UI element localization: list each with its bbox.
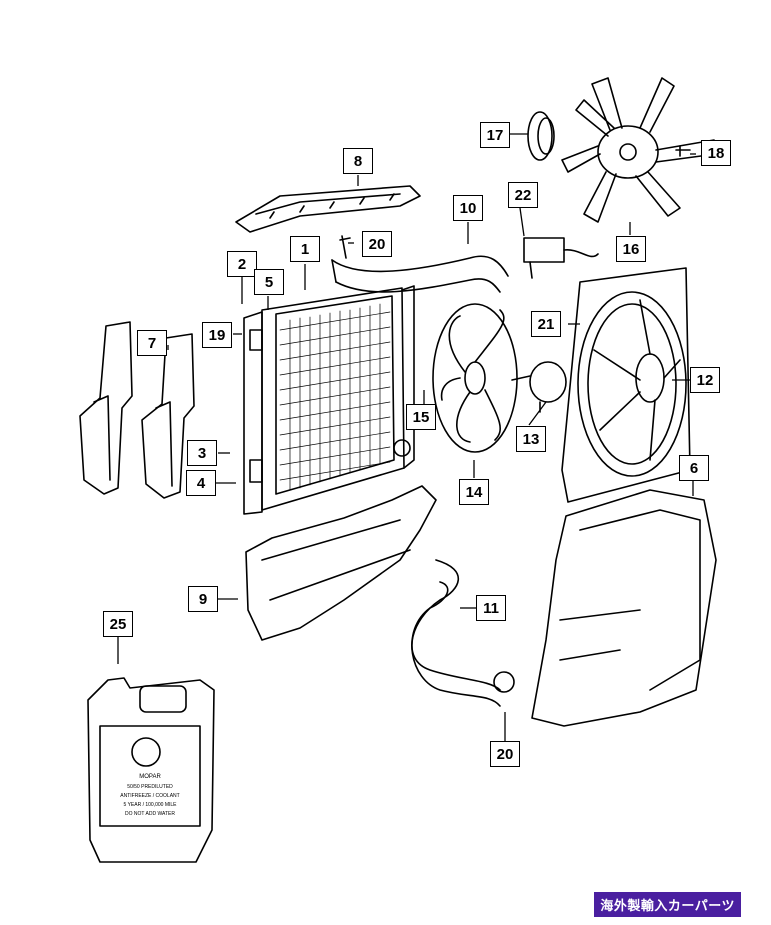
part-radiator: [243, 285, 415, 515]
leader-lines: [117, 133, 696, 741]
part-mechanical-fan: [561, 77, 717, 223]
jug-label-line3: 5 YEAR / 100,000 MILE: [124, 802, 178, 808]
callout-20-upper: 20: [362, 231, 392, 257]
jug-label: MOPAR 50/50 PREDILUTED ANTIFREEZE / COOL…: [120, 774, 179, 817]
part-upper-hose: [331, 235, 509, 293]
part-fan-shroud: [561, 267, 691, 503]
jug-label-line4: DO NOT ADD WATER: [125, 811, 175, 817]
callout-17: 17: [480, 122, 510, 148]
part-coolant-jug: [87, 677, 215, 863]
part-lower-air-dam: [245, 485, 437, 641]
jug-label-line2: ANTIFREEZE / COOLANT: [120, 793, 179, 799]
callout-3: 3: [187, 440, 217, 466]
callout-20-lower: 20: [490, 741, 520, 767]
callout-8: 8: [343, 148, 373, 174]
part-lower-shroud: [531, 489, 717, 727]
callout-5: 5: [254, 269, 284, 295]
watermark-badge: 海外製輸入カーパーツ: [594, 892, 741, 917]
callout-13: 13: [516, 426, 546, 452]
part-sensor-harness: [523, 237, 599, 279]
part-electric-fan: [432, 303, 567, 453]
callout-12: 12: [690, 367, 720, 393]
callout-14: 14: [459, 479, 489, 505]
part-fan-clutch: [527, 111, 555, 161]
part-bolt: [675, 145, 691, 157]
callout-21: 21: [531, 311, 561, 337]
callout-18: 18: [701, 140, 731, 166]
callout-4: 4: [186, 470, 216, 496]
callout-22: 22: [508, 182, 538, 208]
callout-2: 2: [227, 251, 257, 277]
callout-9: 9: [188, 586, 218, 612]
jug-label-line1: 50/50 PREDILUTED: [127, 784, 173, 790]
part-air-deflectors: [79, 321, 195, 499]
callout-19: 19: [202, 322, 232, 348]
callout-11: 11: [476, 595, 506, 621]
callout-15: 15: [406, 404, 436, 430]
callout-7: 7: [137, 330, 167, 356]
callout-10: 10: [453, 195, 483, 221]
part-lower-hose: [411, 559, 515, 707]
jug-brand: MOPAR: [139, 774, 161, 780]
callout-25: 25: [103, 611, 133, 637]
callout-1: 1: [290, 236, 320, 262]
callout-16: 16: [616, 236, 646, 262]
callout-6: 6: [679, 455, 709, 481]
part-upper-seal: [235, 185, 421, 233]
